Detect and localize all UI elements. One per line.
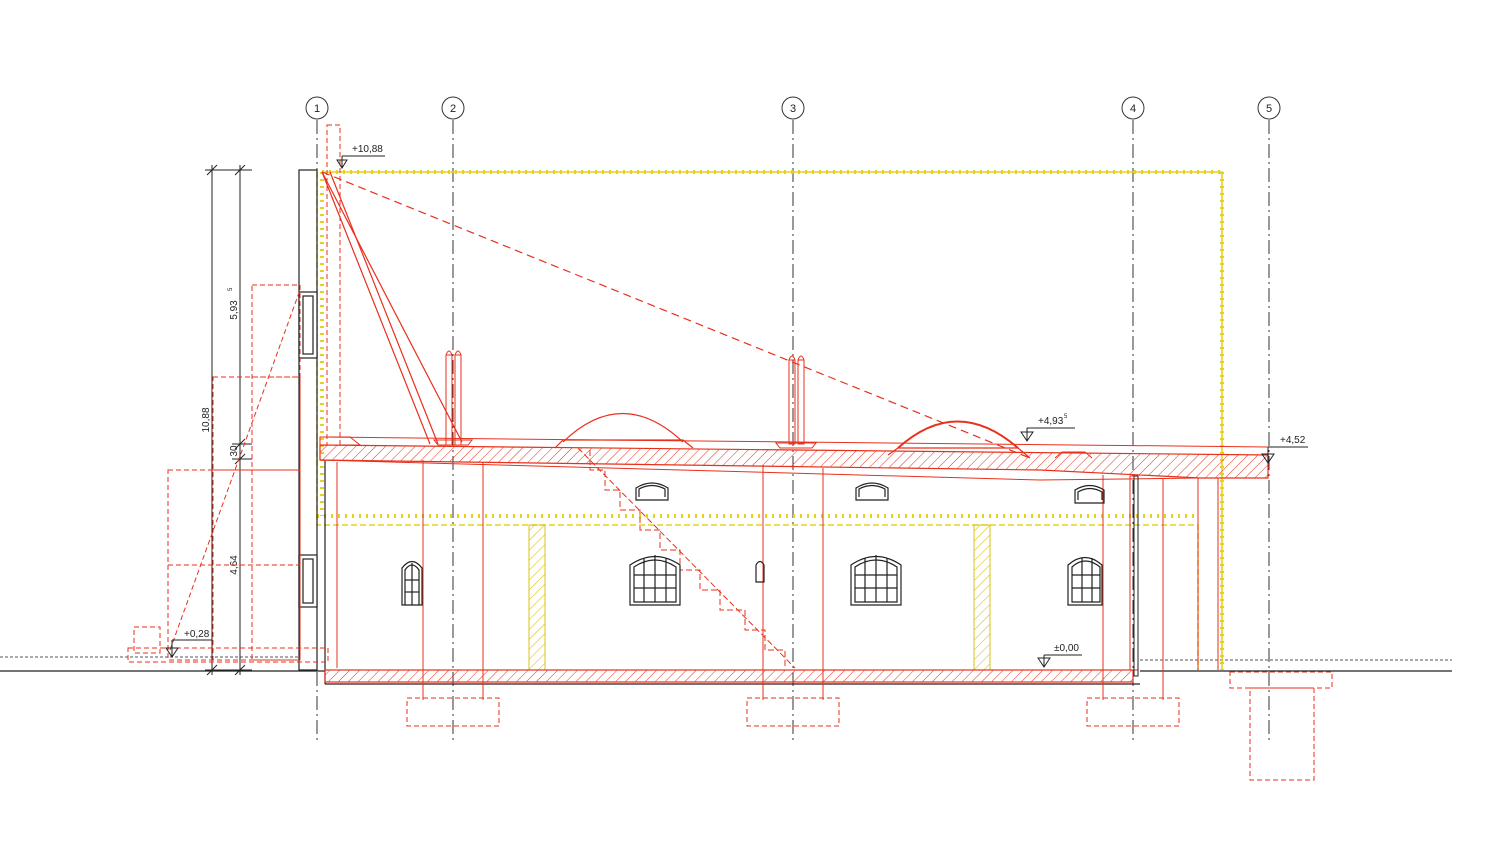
level-ground-left-label: +0,28 [184, 629, 210, 640]
existing-wall [298, 169, 1140, 685]
level-roof-mid [1020, 427, 1075, 442]
right-structure [1129, 475, 1219, 677]
bracing-lines [321, 171, 1031, 459]
axis-bubble-3: 3 [781, 96, 805, 120]
dim-upper: 5,93 [229, 300, 240, 320]
new-columns [336, 460, 1164, 700]
axis-label: 2 [450, 103, 456, 115]
upper-windows [635, 482, 1105, 504]
floor-slab [324, 669, 1134, 683]
dim-upper-superscript: 5 [228, 287, 234, 291]
roof-vents [432, 350, 1093, 459]
axis-bubble-5: 5 [1257, 96, 1281, 120]
level-roof-mid-label: +4,93 [1038, 416, 1064, 427]
dim-total: 10,88 [201, 407, 212, 432]
level-top-label: +10,88 [352, 144, 383, 155]
axis-bubble-2: 2 [441, 96, 465, 120]
skylight-domes [554, 413, 1031, 459]
foundations [406, 671, 1333, 781]
axis-bubbles: 1 2 3 4 5 [305, 96, 1281, 120]
level-ground-left [165, 639, 212, 658]
axis-bubble-1: 1 [305, 96, 329, 120]
level-floor-label: ±0,00 [1054, 643, 1079, 654]
level-roof-right-label: +4,52 [1280, 435, 1306, 446]
lower-windows [401, 555, 1103, 606]
axis-grid [316, 120, 1270, 740]
window [1067, 556, 1103, 606]
dimension-chain [205, 164, 252, 676]
dim-slab: 30 [229, 445, 240, 457]
staircase [577, 447, 796, 669]
level-roof-right [1261, 446, 1308, 464]
level-top [336, 155, 385, 169]
axis-label: 5 [1266, 103, 1272, 115]
axis-bubble-4: 4 [1121, 96, 1145, 120]
level-roof-mid-superscript: 5 [1064, 414, 1068, 420]
level-floor [1037, 654, 1082, 668]
level-markers [165, 155, 1308, 668]
window [755, 560, 765, 583]
axis-label: 4 [1130, 103, 1136, 115]
axis-label: 3 [790, 103, 796, 115]
window [850, 555, 902, 606]
window [401, 560, 423, 606]
ground-line [0, 656, 1452, 672]
axis-label: 1 [314, 103, 320, 115]
window [629, 555, 681, 606]
demolished-walls [528, 524, 991, 671]
